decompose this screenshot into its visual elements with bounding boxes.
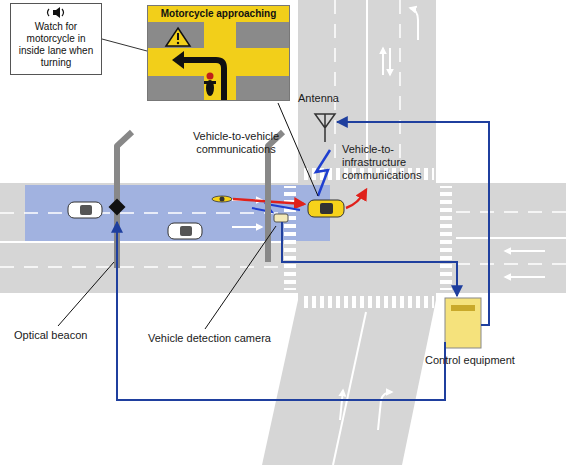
camera-label: Vehicle detection camera [148,332,271,345]
sign-heading: Motorcycle approaching [148,6,289,22]
speaker-icon [44,6,70,19]
pointer-line [102,39,147,51]
beacon-label: Optical beacon [14,329,87,342]
v2v-label: Vehicle-to-vehicle communications [186,130,286,156]
sign-panel: Motorcycle approaching [147,5,290,101]
car [68,202,202,239]
control-label: Control equipment [425,354,515,367]
callout-text: Watch for motorcycle in inside lane when… [15,21,97,69]
callout-box: Watch for motorcycle in inside lane when… [10,3,102,75]
v2i-label: Vehicle-to-infrastructure communications [342,143,452,182]
antenna-label: Antenna [298,92,339,105]
sign-picture [148,22,289,100]
